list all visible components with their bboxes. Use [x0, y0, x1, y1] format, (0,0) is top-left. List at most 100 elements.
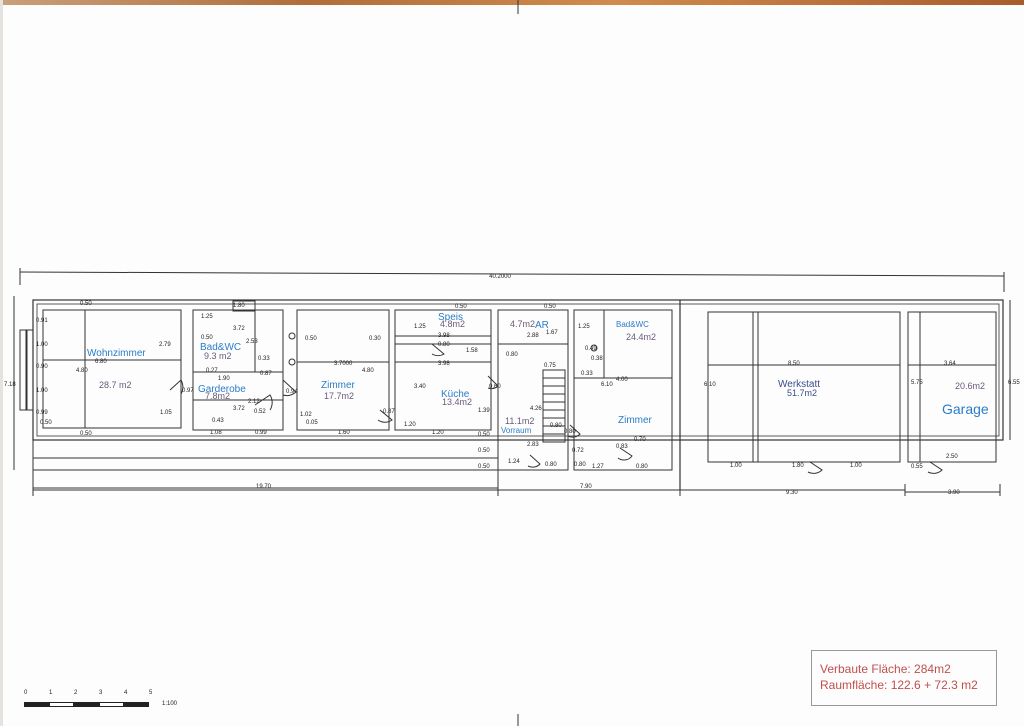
- dim: 0.55: [911, 464, 923, 470]
- dim: 1.25: [414, 324, 426, 330]
- scale-segment: [24, 702, 49, 707]
- scale-bar: 0 1 2 3 4 5 1:100: [24, 690, 194, 714]
- dim: 2.12: [248, 399, 260, 405]
- dim: 0.50: [478, 464, 490, 470]
- room-area-ar: 4.7m2: [510, 319, 535, 329]
- dim: 1.25: [578, 324, 590, 330]
- dim: 3.98: [438, 333, 450, 339]
- dim: 3.64: [944, 361, 956, 367]
- dim: 1.25: [201, 314, 213, 320]
- dim: 0.80: [550, 423, 562, 429]
- room-area-kueche: 13.4m2: [442, 397, 472, 407]
- dim-overall: 40.2000: [489, 274, 511, 280]
- dim: 0.75: [544, 363, 556, 369]
- room-area-badwc-2: 24.4m2: [626, 332, 656, 342]
- dim: 1.05: [160, 410, 172, 416]
- room-area-garage: 20.6m2: [955, 381, 985, 391]
- scale-tick: 3: [99, 690, 103, 696]
- dim-height-right: 6.55: [1008, 380, 1020, 386]
- dim: 0.50: [201, 335, 213, 341]
- dim: 5.75: [911, 380, 923, 386]
- room-area-werkstatt: 51.7m2: [787, 388, 817, 398]
- scale-tick: 0: [24, 690, 28, 696]
- dim: 3.7000: [334, 361, 353, 367]
- dim: 1.02: [300, 412, 312, 418]
- dim: 0.52: [254, 409, 266, 415]
- dim: 0.97: [182, 388, 194, 394]
- room-area-speis: 4.8m2: [440, 319, 465, 329]
- room-label-zimmer-2: Zimmer: [618, 415, 653, 426]
- dim: 1.20: [432, 430, 444, 436]
- dim: 0.80: [506, 352, 518, 358]
- dim: 1.00: [36, 342, 48, 348]
- dim: 0.80: [438, 342, 450, 348]
- photo-edge-top: [0, 0, 1024, 5]
- dim: 8.50: [788, 361, 800, 367]
- room-area-garderobe: 7.8m2: [205, 391, 230, 401]
- scale-tick: 2: [74, 690, 78, 696]
- room-label-garderobe: Garderobe: [198, 384, 246, 395]
- dim: 0.50: [40, 420, 52, 426]
- dim: 4.80: [362, 368, 374, 374]
- dim: 0.38: [591, 356, 603, 362]
- dim: 4.00: [616, 377, 628, 383]
- room-label-wohnzimmer: Wohnzimmer: [87, 348, 146, 359]
- dim: 0.30: [369, 336, 381, 342]
- dim: 1.80: [792, 463, 804, 469]
- photo-edge-left: [0, 0, 3, 726]
- stairs: [542, 369, 566, 443]
- room-wohnzimmer: [42, 309, 182, 429]
- dim: 0.50: [455, 304, 467, 310]
- room-zimmer-2-block: [573, 309, 673, 471]
- dim: 0.43: [212, 418, 224, 424]
- room-bad-garderobe-block: [192, 309, 284, 431]
- area-info-box: Verbaute Fläche: 284m2 Raumfläche: 122.6…: [811, 650, 997, 706]
- scale-tick: 4: [124, 690, 128, 696]
- room-label-garage: Garage: [942, 401, 989, 417]
- dim: 0.72: [572, 448, 584, 454]
- dim: 6.10: [704, 382, 716, 388]
- scale-tick: 5: [149, 690, 153, 696]
- room-area-zimmer-1: 17.7m2: [324, 391, 354, 401]
- room-label-vorraum: Vorraum: [501, 426, 532, 435]
- dim: 3.90: [948, 490, 960, 496]
- dim: 0.80: [545, 462, 557, 468]
- room-werkstatt: [707, 311, 901, 463]
- dim: 3.40: [414, 384, 426, 390]
- dim: 1.58: [466, 348, 478, 354]
- dim: 0.50: [478, 432, 490, 438]
- dim: 0.50: [544, 304, 556, 310]
- room-area-wohnzimmer: 28.7 m2: [99, 380, 132, 390]
- dim: 1.00: [850, 463, 862, 469]
- room-label-badwc-1: Bad&WC: [200, 342, 241, 353]
- room-label-ar: AR: [535, 320, 549, 331]
- dim: 0.83: [616, 444, 628, 450]
- dim: 0.94: [286, 389, 298, 395]
- dim: 1.90: [218, 376, 230, 382]
- dim: 1.80: [233, 303, 245, 309]
- dim: 4.80: [76, 368, 88, 374]
- dim: 0.80: [574, 462, 586, 468]
- room-zimmer-1: [296, 309, 390, 431]
- room-label-zimmer-1: Zimmer: [321, 380, 356, 391]
- overall-dimension-line: [19, 271, 1005, 277]
- dim: 2.83: [527, 442, 539, 448]
- dim: 3.72: [233, 406, 245, 412]
- dim: 0.80: [636, 464, 648, 470]
- room-vorraum-block: [497, 309, 569, 471]
- dim: 6.80: [95, 359, 107, 365]
- room-label-werkstatt: Werkstatt: [778, 379, 820, 390]
- dim: 2.88: [527, 333, 539, 339]
- dim: 4.26: [530, 406, 542, 412]
- scale-segment: [74, 702, 99, 707]
- dim: 2.50: [946, 454, 958, 460]
- dim: 0.80: [564, 429, 576, 435]
- dim: 0.33: [258, 356, 270, 362]
- dim: 1.67: [546, 330, 558, 336]
- dim: 0.50: [305, 336, 317, 342]
- room-label-speis: Speis: [438, 312, 463, 323]
- dim: 1.00: [730, 463, 742, 469]
- room-label-badwc-2: Bad&WC: [616, 320, 649, 329]
- dim-height-left: 7.18: [4, 382, 16, 388]
